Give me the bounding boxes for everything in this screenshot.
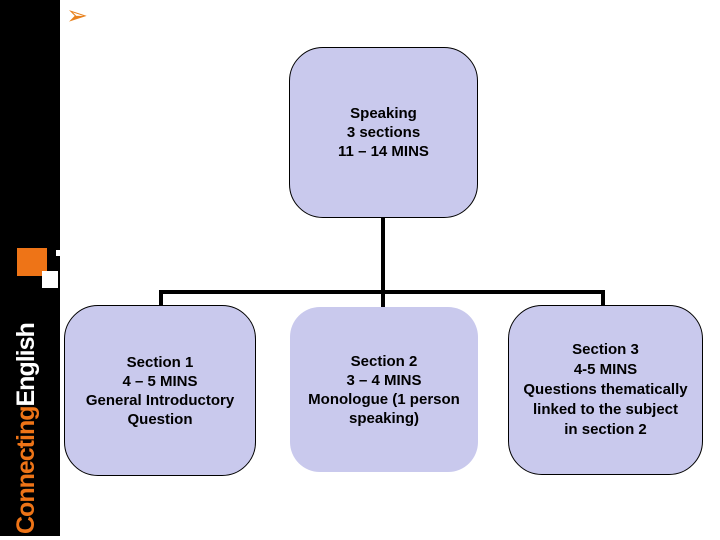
node-section-2[interactable]: Section 2 3 – 4 MINS Monologue (1 person… (290, 307, 478, 472)
node-text-line: speaking) (348, 409, 420, 427)
node-text-line: 4 – 5 MINS (122, 372, 198, 390)
connector-stub-left (159, 290, 163, 307)
node-text-line: Question (127, 410, 193, 428)
node-section-1[interactable]: Section 1 4 – 5 MINS General Introductor… (64, 305, 256, 476)
connector-stub-right (601, 290, 605, 307)
brand-text-connecting: Connecting (12, 406, 40, 535)
logo-white-square (42, 271, 58, 288)
node-text-line: Section 2 (350, 352, 418, 370)
logo-tiny-white-square (56, 250, 62, 256)
connector-vertical-center (381, 218, 385, 310)
node-text-line: linked to the subject (532, 401, 679, 418)
brand-logo: ConnectingEnglish (10, 323, 43, 534)
node-text-line: 11 – 14 MINS (338, 143, 429, 160)
node-text-line: 3 – 4 MINS (346, 371, 422, 389)
node-text-line: Questions thematically (523, 381, 688, 398)
node-text-line: Monologue (1 person (308, 390, 460, 408)
connector-horizontal (159, 290, 605, 294)
node-text-line: General Introductory (85, 391, 235, 409)
node-text-line: Speaking (350, 105, 417, 122)
node-section-3[interactable]: Section 3 4-5 MINS Questions thematicall… (508, 305, 703, 475)
node-text-line: 3 sections (346, 124, 421, 141)
node-text-line: 4-5 MINS (573, 361, 638, 378)
node-text-line: Section 1 (126, 353, 194, 371)
sidebar: ConnectingEnglish (0, 0, 62, 536)
brand-text-english: English (12, 323, 40, 407)
node-text-line: Section 3 (572, 341, 639, 358)
node-text-line: in section 2 (564, 421, 647, 438)
arrowhead-bullet-icon: ➢ (66, 1, 88, 31)
node-speaking-root[interactable]: Speaking 3 sections 11 – 14 MINS (289, 47, 478, 218)
